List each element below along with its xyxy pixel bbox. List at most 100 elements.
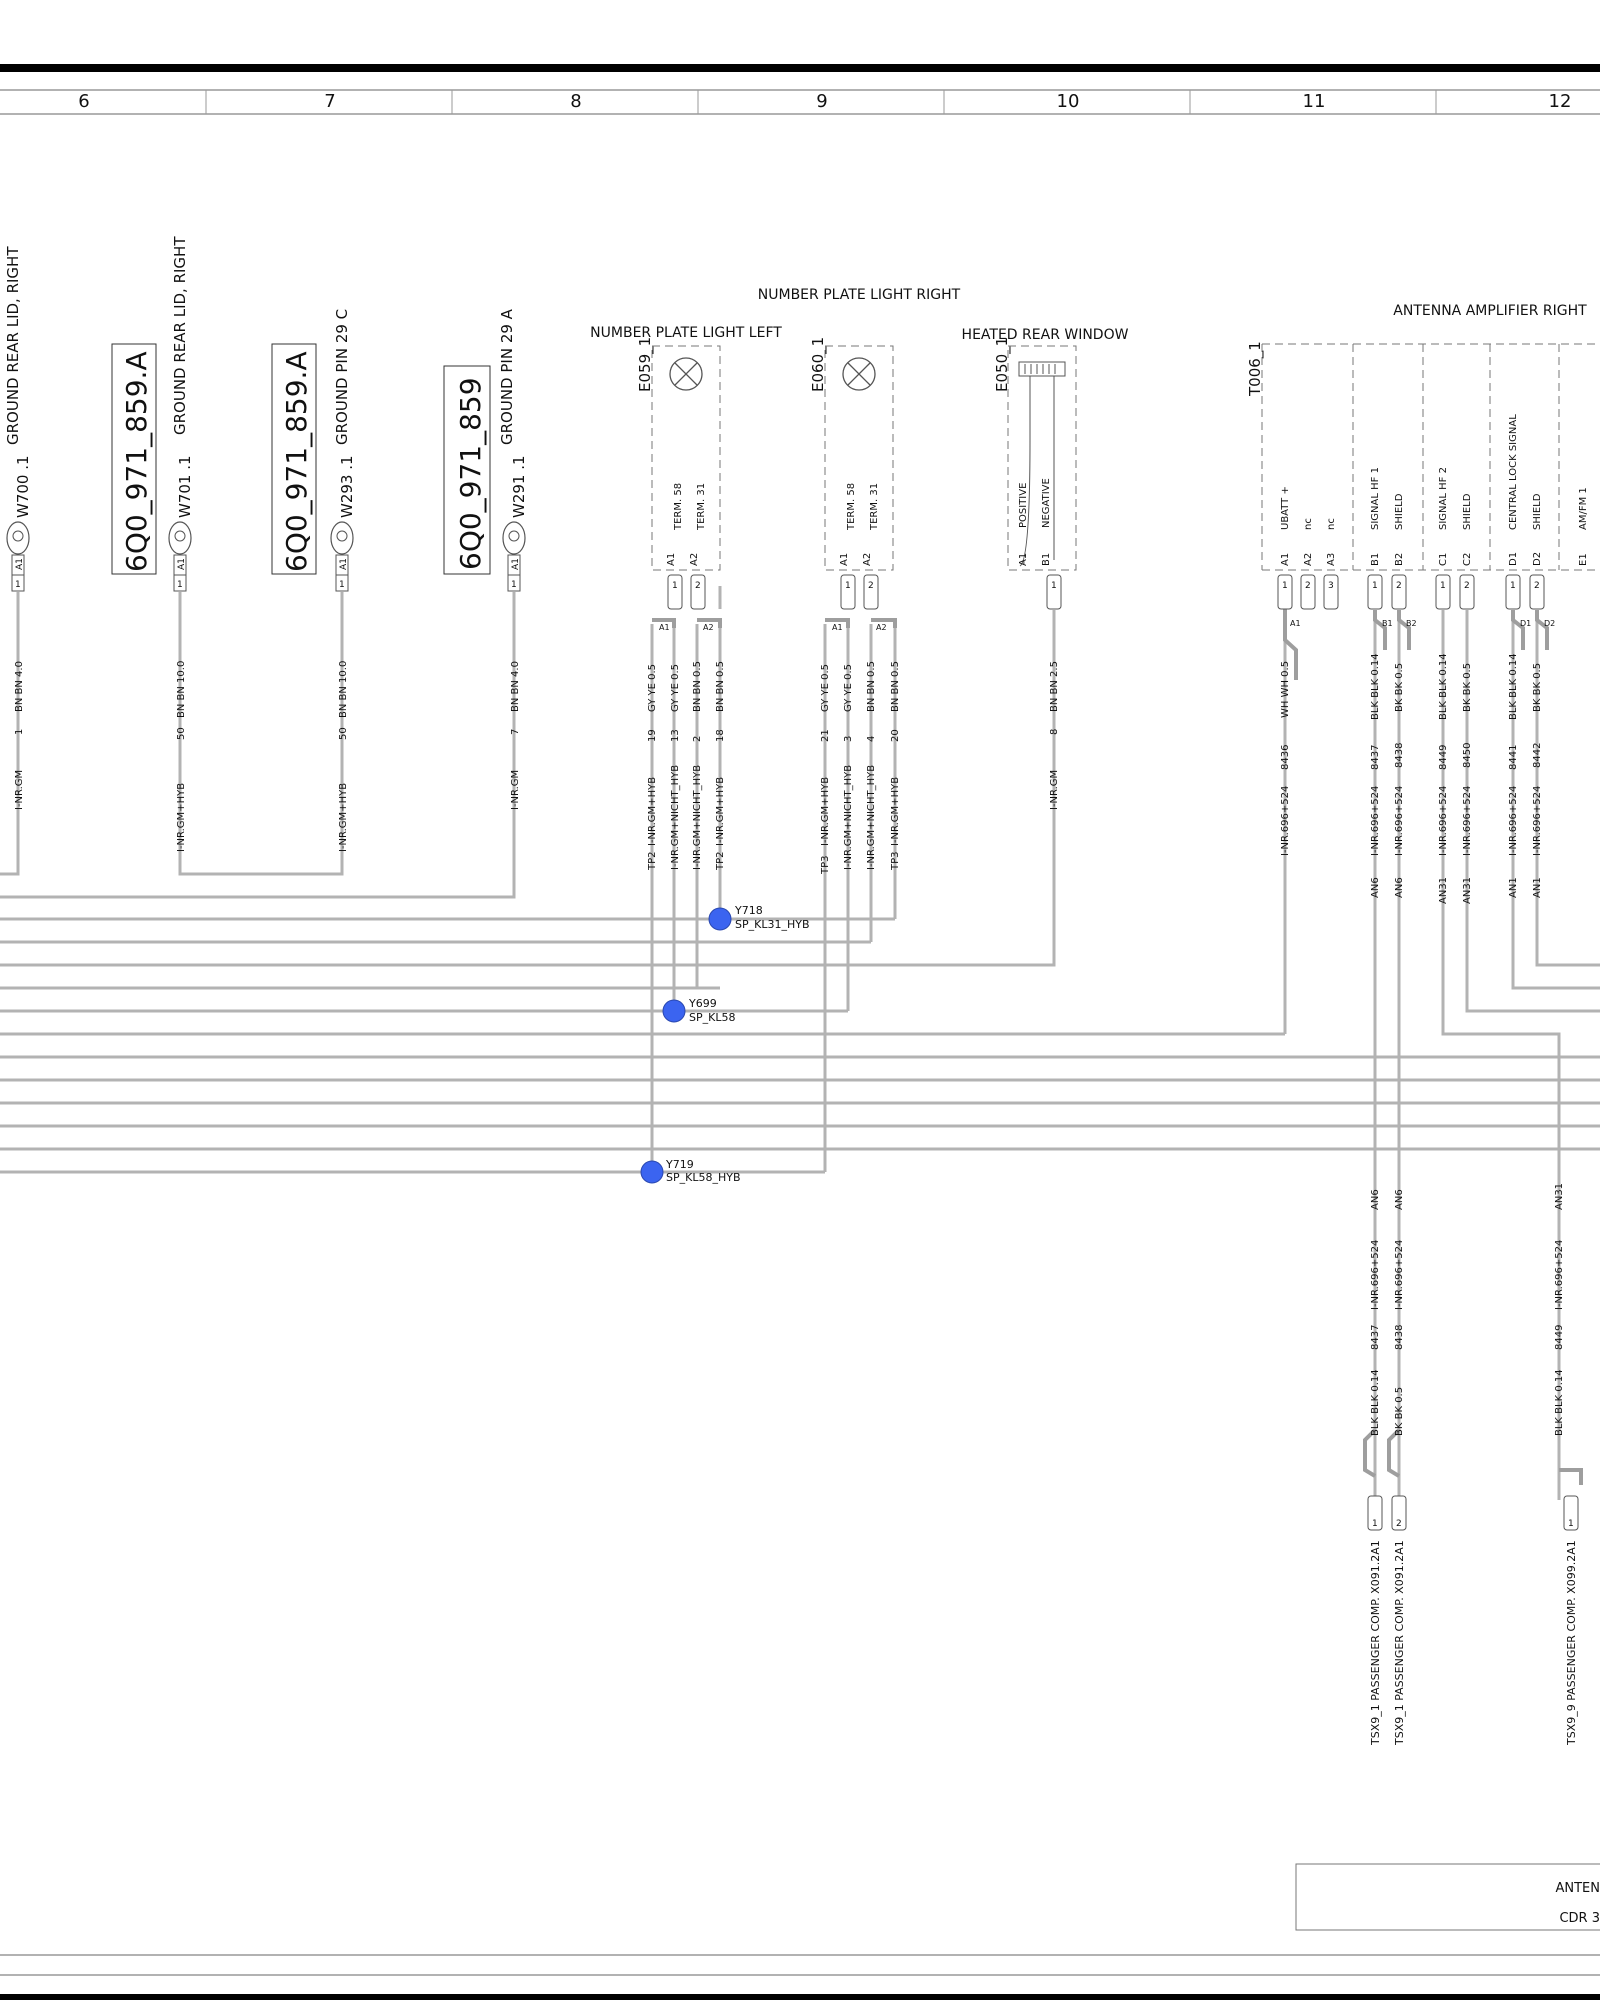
tp-label: TP2 bbox=[647, 851, 658, 871]
pin-label: A3 bbox=[1326, 553, 1337, 566]
pin-function: SHIELD bbox=[1532, 493, 1543, 530]
pin-label: D1 bbox=[1508, 552, 1519, 566]
wire-spec: BLK BLK 0.14 bbox=[1554, 1369, 1565, 1436]
pin-number: 2 bbox=[1396, 581, 1402, 591]
pin-number: 1 bbox=[1282, 581, 1288, 591]
pin-function: nc bbox=[1326, 518, 1337, 530]
pin-mark: A1 bbox=[832, 623, 843, 632]
pin-label: C2 bbox=[1462, 553, 1473, 566]
wire-harness: I-NR.GM+NICHT_HYB bbox=[866, 765, 877, 870]
wire-harness: I-NR.696+524 bbox=[1508, 786, 1519, 856]
ground-ref: W293 .1 bbox=[338, 455, 356, 518]
wire-number: 13 bbox=[670, 729, 681, 742]
pin-function: NEGATIVE bbox=[1041, 478, 1052, 528]
connector-label: TSX9_9 PASSENGER COMP. X099.2A1 bbox=[1565, 1540, 1578, 1746]
pin-function: SHIELD bbox=[1394, 493, 1405, 530]
wire-harness: I-NR.GM bbox=[510, 770, 521, 810]
splice-name: SP_KL58_HYB bbox=[666, 1171, 741, 1184]
wire-number: 8442 bbox=[1532, 743, 1543, 768]
wire-spec: GY YE 0.5 bbox=[820, 664, 831, 712]
pin-number: 2 bbox=[1464, 581, 1470, 591]
column-number: 10 bbox=[1057, 91, 1080, 112]
tp-label: TP2 bbox=[715, 851, 726, 871]
column-number: 8 bbox=[570, 91, 581, 112]
tp-label: TP3 bbox=[890, 851, 901, 871]
wire-number: 8438 bbox=[1394, 743, 1405, 768]
splice-dot bbox=[640, 1160, 664, 1184]
wire-number: 8438 bbox=[1394, 1325, 1405, 1350]
wire-code: AN6 bbox=[1370, 877, 1381, 898]
pin-function: AM/FM 1 bbox=[1578, 487, 1589, 530]
wire-harness: I-NR.GM bbox=[14, 770, 25, 810]
wire-number: 8437 bbox=[1370, 745, 1381, 770]
wire-number: 4 bbox=[866, 736, 877, 742]
splice-id: Y719 bbox=[665, 1158, 694, 1171]
wire-spec: BK BK 0.5 bbox=[1394, 1387, 1405, 1436]
ground-ref: W700 .1 bbox=[14, 455, 32, 518]
splice-dot bbox=[708, 907, 732, 931]
column-number: 9 bbox=[816, 91, 827, 112]
pin-function: POSITIVE bbox=[1018, 483, 1029, 528]
lower-connectors: 1 2 1 TSX9_1 PASSENGER COMP. X091.2A1 TS… bbox=[1367, 1495, 1579, 1746]
wire-number: 8436 bbox=[1280, 745, 1291, 770]
wire-harness: I-NR.696+524 bbox=[1554, 1240, 1565, 1310]
ground-ref: W291 .1 bbox=[510, 455, 528, 518]
ground-point-w701: 6Q0_971_859.A GROUND REAR LID, RIGHT W70… bbox=[111, 236, 194, 852]
connector-label: TSX9_1 PASSENGER COMP. X091.2A1 bbox=[1393, 1540, 1406, 1746]
wire-spec: BK BK 0.5 bbox=[1462, 663, 1473, 712]
pin-number: 1 bbox=[15, 580, 21, 590]
component-outline bbox=[1007, 345, 1077, 571]
wire-spec: BN BN 0.5 bbox=[866, 661, 877, 712]
wire-number: 8449 bbox=[1554, 1325, 1565, 1350]
pin-number: 1 bbox=[177, 580, 183, 590]
wire-harness: I-NR.696+524 bbox=[1532, 786, 1543, 856]
wire-number: 21 bbox=[820, 729, 831, 742]
wire-number: 8437 bbox=[1370, 1325, 1381, 1350]
component-title: HEATED REAR WINDOW bbox=[962, 327, 1129, 343]
pin-number: 2 bbox=[1305, 581, 1311, 591]
tp-label: TP3 bbox=[820, 855, 831, 875]
wire-harness: I-NR.696+524 bbox=[1394, 1240, 1405, 1310]
pin-number: 1 bbox=[1372, 581, 1378, 591]
wire-spec: BN BN 4.0 bbox=[14, 661, 25, 712]
pin-label: A2 bbox=[1303, 553, 1314, 566]
pin-number: 1 bbox=[1568, 1519, 1574, 1529]
wire-number: 8449 bbox=[1438, 745, 1449, 770]
pin-label: A2 bbox=[862, 553, 873, 566]
wire-spec: GY YE 0.5 bbox=[647, 664, 658, 712]
wire-number: 50 bbox=[338, 727, 349, 740]
title-block-line2: CDR 3 bbox=[1559, 1911, 1600, 1926]
wire-spec: BN BN 10.0 bbox=[338, 661, 349, 718]
wire-spec: BLK BLK 0.14 bbox=[1370, 1369, 1381, 1436]
wire-harness: I-NR.696+524 bbox=[1370, 1240, 1381, 1310]
pin-function: TERM. 58 bbox=[846, 483, 857, 531]
component-title: NUMBER PLATE LIGHT RIGHT bbox=[758, 287, 961, 303]
wire-spec: BN BN 2.5 bbox=[1049, 661, 1060, 712]
component-ref: E059_1 bbox=[636, 337, 655, 392]
pin-mark: B1 bbox=[1382, 619, 1393, 628]
pin-mark: A1 bbox=[1290, 619, 1301, 628]
top-border bbox=[0, 64, 1600, 72]
column-ruler: 6 7 8 9 10 11 12 bbox=[0, 64, 1600, 115]
wire-code: AN1 bbox=[1532, 877, 1543, 898]
pin-number: 1 bbox=[339, 580, 345, 590]
pin-label: A1 bbox=[1018, 553, 1029, 566]
pin-number: 3 bbox=[1328, 581, 1334, 591]
pin-function: SIGNAL HF 2 bbox=[1438, 467, 1449, 530]
wire-harness: I-NR.696+524 bbox=[1438, 786, 1449, 856]
wire-harness: I-NR.GM+HYB bbox=[890, 777, 901, 846]
wire-spec: WH WH 0.5 bbox=[1280, 661, 1291, 718]
wire-number: 2 bbox=[692, 736, 703, 742]
pin-function: UBATT + bbox=[1280, 486, 1291, 530]
component-outline bbox=[651, 345, 721, 571]
splice-y718: Y718 SP_KL31_HYB bbox=[708, 904, 810, 931]
ground-point-w700: GROUND REAR LID, RIGHT W700 .1 A1 1 BN B… bbox=[4, 246, 32, 810]
component-ref: T006_1 bbox=[1246, 341, 1265, 397]
wire-code: AN6 bbox=[1394, 1189, 1405, 1210]
wire-spec: GY YE 0.5 bbox=[843, 664, 854, 712]
pin-mark: A2 bbox=[876, 623, 887, 632]
pin-number: 1 bbox=[1440, 581, 1446, 591]
wire-spec: BLK BLK 0.14 bbox=[1508, 653, 1519, 720]
splice-name: SP_KL31_HYB bbox=[735, 918, 810, 931]
pin-label: B1 bbox=[1041, 553, 1052, 566]
